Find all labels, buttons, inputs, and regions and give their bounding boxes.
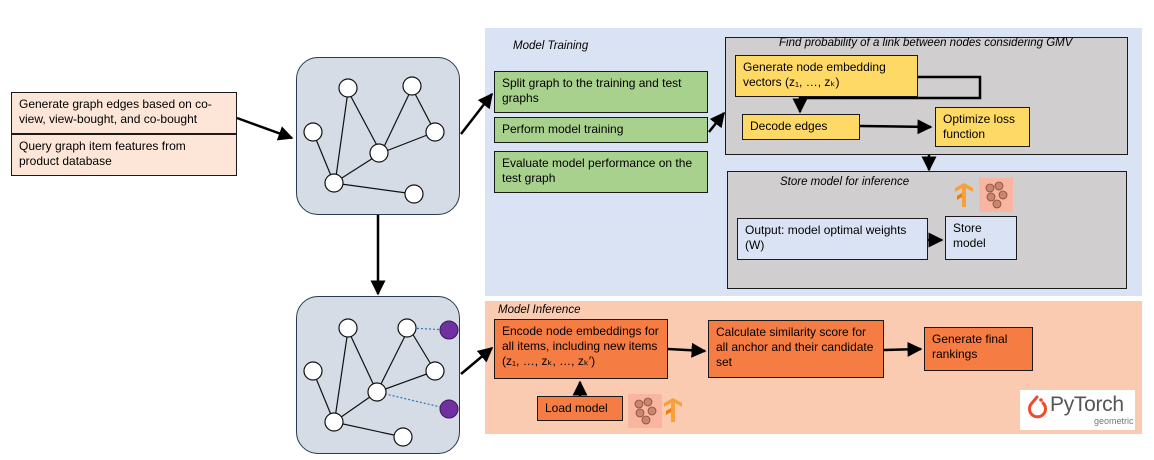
pytorch-sub: geometric	[1094, 416, 1134, 426]
output-weights-box: Output: model optimal weights (W)	[737, 218, 928, 260]
query-features-text: Query graph item features from product d…	[19, 139, 186, 168]
arrow	[236, 116, 294, 141]
graph-node	[367, 382, 387, 402]
arrow	[708, 111, 725, 133]
tensorflow-logo-icon	[955, 183, 973, 207]
training-graph	[296, 57, 460, 215]
decode-edges-text: Decode edges	[750, 119, 828, 133]
encode-embeddings-text: Encode node embeddings for all items, in…	[502, 324, 659, 368]
inference-graph	[296, 296, 460, 454]
arrow	[859, 119, 933, 135]
final-rankings-text: Generate final rankings	[932, 332, 1008, 361]
gmv-title: Find probability of a link between nodes…	[779, 37, 1073, 49]
pytorch-flame-icon	[1028, 395, 1047, 419]
arrow	[667, 342, 707, 358]
generate-edges-box: Generate graph edges based on co-view, v…	[11, 92, 237, 134]
arrow	[792, 75, 982, 114]
model-training-title: Model Training	[513, 40, 589, 52]
split-graph-text: Split graph to the training and test gra…	[502, 76, 682, 105]
similarity-score-text: Calculate similarity score for all ancho…	[716, 325, 874, 369]
store-title: Store model for inference	[780, 176, 910, 188]
optimize-loss-text: Optimize loss function	[943, 112, 1016, 141]
split-graph-box: Split graph to the training and test gra…	[494, 71, 708, 113]
graph-node	[324, 173, 344, 193]
evaluate-text: Evaluate model performance on the test g…	[502, 156, 693, 185]
pytorch-name: PyTorch	[1050, 393, 1124, 416]
generate-edges-text: Generate graph edges based on co-view, v…	[19, 97, 212, 126]
graph-node	[303, 361, 323, 381]
graph-node	[369, 143, 389, 163]
pytorch-geometric-logo: PyTorch geometric	[1020, 390, 1135, 430]
arrow	[883, 341, 923, 357]
optimize-loss-box: Optimize loss function	[935, 107, 1030, 147]
model-inference-title: Model Inference	[498, 304, 581, 316]
graph-node	[425, 361, 445, 381]
graph-node	[338, 318, 358, 338]
output-weights-text: Output: model optimal weights (W)	[745, 223, 907, 252]
graph-node	[425, 122, 445, 142]
new-item-node	[439, 399, 459, 419]
store-model-box: Store model	[945, 216, 1017, 260]
load-model-text: Load model	[545, 401, 608, 415]
query-features-box: Query graph item features from product d…	[11, 134, 237, 176]
generate-embedding-text: Generate node embedding vectors (z₁, …, …	[743, 60, 886, 89]
graph-node	[393, 427, 413, 447]
training-graph-svg	[303, 76, 445, 204]
final-rankings-box: Generate final rankings	[924, 327, 1033, 371]
similarity-score-box: Calculate similarity score for all ancho…	[708, 320, 884, 378]
graph-node	[303, 122, 323, 142]
store-model-text: Store model	[953, 221, 986, 250]
graph-node	[338, 78, 358, 98]
model-training-box: Perform model training	[494, 117, 708, 143]
graph-node	[404, 184, 424, 204]
pyg-brain-logo-icon	[628, 394, 662, 428]
arrow	[460, 347, 494, 375]
graph-node	[402, 76, 422, 96]
new-item-node	[439, 320, 459, 340]
generate-embedding-box: Generate node embedding vectors (z₁, …, …	[735, 55, 918, 97]
graph-node	[397, 318, 417, 338]
inference-graph-svg	[303, 318, 459, 447]
decode-edges-box: Decode edges	[742, 114, 860, 140]
model-training-text: Perform model training	[502, 122, 624, 136]
evaluate-box: Evaluate model performance on the test g…	[494, 151, 708, 193]
pyg-brain-logo-icon	[979, 178, 1013, 212]
encode-embeddings-box: Encode node embeddings for all items, in…	[494, 319, 668, 379]
tensorflow-logo-icon	[664, 398, 682, 422]
load-model-box: Load model	[537, 396, 623, 421]
arrow	[460, 92, 493, 135]
graph-node	[324, 412, 344, 432]
